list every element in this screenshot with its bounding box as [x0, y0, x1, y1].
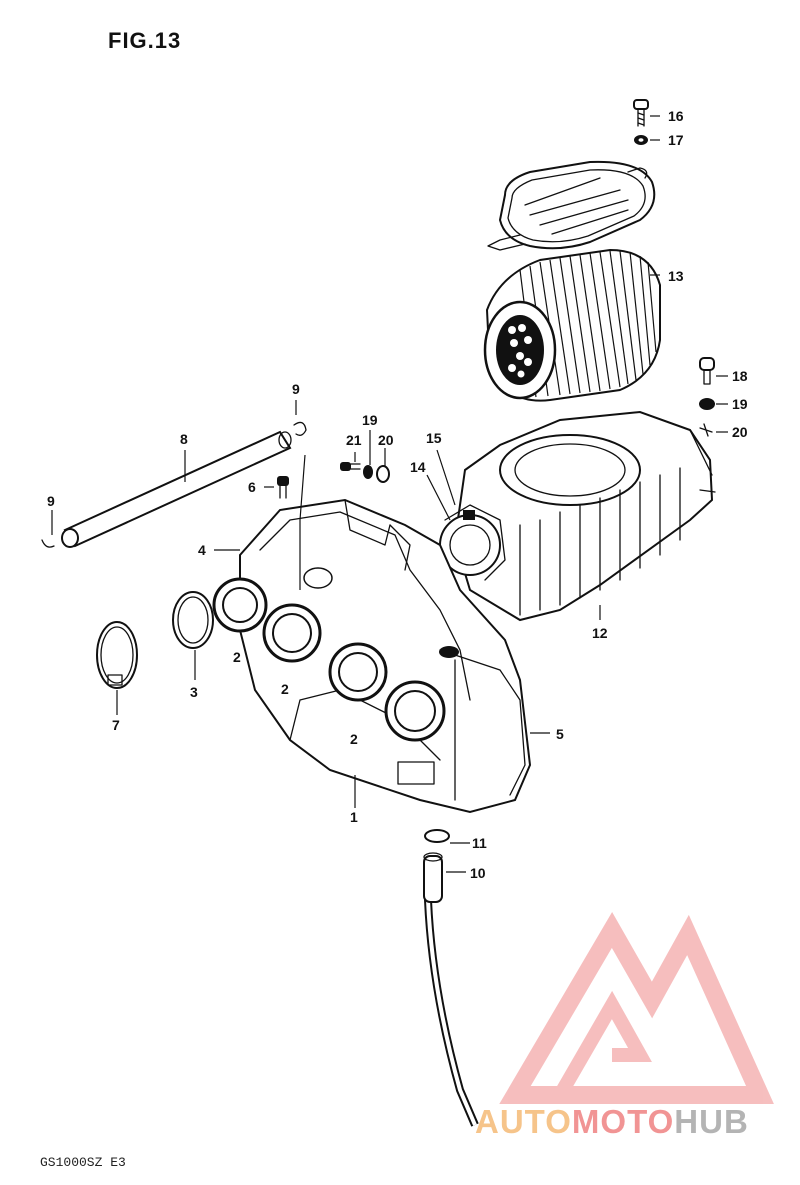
drain-hose-10: [423, 852, 479, 1127]
callout-17: 17: [668, 132, 684, 148]
air-filter-element-13: [483, 248, 661, 402]
washer-19-left: [363, 465, 373, 479]
air-cleaner-box-1: [239, 454, 532, 814]
callout-13: 13: [668, 268, 684, 284]
screw-6: [277, 476, 289, 499]
callout-10: 10: [470, 865, 486, 881]
clamp-11: [424, 829, 450, 843]
watermark-logo: [499, 912, 774, 1104]
intake-rubber-2: [212, 577, 446, 742]
callout-16: 16: [668, 108, 684, 124]
figure-title: FIG.13: [108, 28, 182, 53]
watermark-auto: AUTO: [475, 1103, 572, 1140]
callout-6: 6: [248, 479, 256, 495]
callout-8: 8: [180, 431, 188, 447]
callout-1: 1: [350, 809, 358, 825]
callout-3: 3: [190, 684, 198, 700]
watermark-moto: MOTO: [571, 1103, 675, 1140]
callout-20-left: 20: [378, 432, 394, 448]
callout-11: 11: [472, 835, 487, 851]
callout-21: 21: [346, 432, 362, 448]
callout-19-right: 19: [732, 396, 748, 412]
clip-9-upper: [293, 421, 307, 436]
callout-9-left: 9: [47, 493, 55, 509]
washer-17: [634, 135, 648, 145]
callout-2b: 2: [281, 681, 289, 697]
callout-4: 4: [198, 542, 206, 558]
callout-2c: 2: [350, 731, 358, 747]
callout-5: 5: [556, 726, 564, 742]
callout-19-left: 19: [362, 412, 378, 428]
breather-tube-8: [61, 430, 292, 548]
watermark-hub: HUB: [674, 1103, 749, 1140]
callout-15: 15: [426, 430, 442, 446]
bolt-18: [699, 357, 715, 385]
clip-9-left: [41, 539, 55, 548]
leader-lines: [51, 115, 728, 873]
clamp-7: [96, 621, 138, 689]
callout-2a: 2: [233, 649, 241, 665]
clip-20-right: [699, 423, 713, 437]
washer-20-left: [376, 465, 390, 483]
screw-21: [340, 462, 361, 471]
callout-14: 14: [410, 459, 426, 475]
air-cleaner-case-12: [453, 410, 716, 622]
callout-18: 18: [732, 368, 748, 384]
callout-9-upper: 9: [292, 381, 300, 397]
callout-12: 12: [592, 625, 608, 641]
bolt-16: [633, 99, 649, 127]
callout-20-right: 20: [732, 424, 748, 440]
filter-cap-plate: [487, 160, 656, 251]
model-code: GS1000SZ E3: [40, 1155, 126, 1170]
callout-7: 7: [112, 717, 120, 733]
clamp-3: [172, 591, 214, 649]
nut-19-right: [699, 398, 715, 410]
watermark-text: AUTOMOTOHUB: [475, 1103, 749, 1141]
